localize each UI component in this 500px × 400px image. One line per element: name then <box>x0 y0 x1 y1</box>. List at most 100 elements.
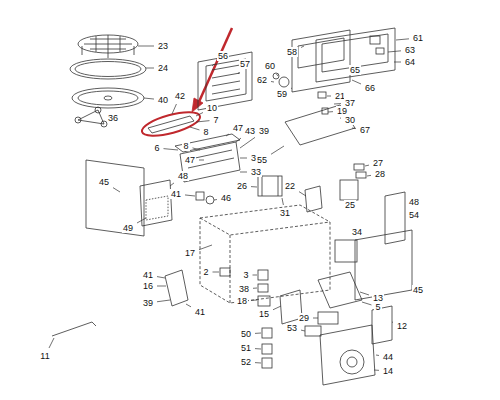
callout-number: 28 <box>374 169 386 179</box>
leader-line <box>367 175 371 177</box>
callout-number: 48 <box>408 197 420 207</box>
leader-line <box>185 195 195 196</box>
callout-number: 14 <box>382 366 394 376</box>
leader-line <box>276 74 278 76</box>
callout-number: 64 <box>404 57 416 67</box>
callout-number: 2 <box>202 267 209 277</box>
callout-number: 56 <box>217 51 229 61</box>
callout-number: 18 <box>236 296 248 306</box>
callout-number: 52 <box>240 357 252 367</box>
panel-frame <box>316 28 395 82</box>
leader-line <box>291 88 293 90</box>
leader-line <box>253 288 257 289</box>
knob <box>279 77 289 87</box>
leader-line <box>282 198 283 205</box>
waveguide-cover <box>148 116 194 133</box>
latch-bracket <box>165 270 188 306</box>
callout-number: 43 <box>244 126 256 136</box>
callout-number: 48 <box>177 171 189 181</box>
leader-line <box>186 304 191 307</box>
leader-line <box>213 272 219 273</box>
leader-line <box>146 68 154 69</box>
callout-number: 3 <box>242 270 249 280</box>
callout-number: 15 <box>258 309 270 319</box>
leader-line <box>214 199 217 200</box>
oven-cavity <box>200 205 330 303</box>
leader-line <box>196 121 209 122</box>
callout-number: 10 <box>206 103 218 113</box>
callout-number: 12 <box>396 321 408 331</box>
leader-line <box>199 160 204 161</box>
leader-line <box>299 192 306 196</box>
rack <box>78 35 138 58</box>
callout-number: 53 <box>286 323 298 333</box>
fan-shroud <box>318 272 362 308</box>
pointer-arrow <box>198 28 232 104</box>
callout-number: 39 <box>142 298 154 308</box>
callout-number: 5 <box>374 302 381 312</box>
callout-number: 44 <box>382 352 394 362</box>
callout-number: 51 <box>240 343 252 353</box>
leader-line <box>170 183 174 186</box>
callout-number: 67 <box>359 125 371 135</box>
callout-number: 65 <box>349 65 361 75</box>
callout-number: 38 <box>238 284 250 294</box>
leader-line <box>251 300 257 301</box>
leader-line <box>144 98 154 99</box>
leader-line <box>327 96 331 97</box>
callout-number: 49 <box>122 223 134 233</box>
vent-grille <box>198 52 252 110</box>
leader-line <box>376 355 379 356</box>
callout-number: 57 <box>239 59 251 69</box>
callout-number: 31 <box>279 208 291 218</box>
leader-line <box>255 348 261 349</box>
callout-number: 11 <box>39 351 50 361</box>
callout-number: 54 <box>408 210 420 220</box>
callout-number: 6 <box>153 143 160 153</box>
leader-line <box>328 111 333 112</box>
glass-tray <box>70 59 146 79</box>
callout-number: 40 <box>157 95 169 105</box>
callout-number: 24 <box>157 63 169 73</box>
callout-number: 66 <box>364 83 376 93</box>
leader-line <box>113 188 120 192</box>
leader-line <box>360 292 369 295</box>
callout-number: 7 <box>212 115 219 125</box>
callout-number: 63 <box>404 45 416 55</box>
callout-number: 41 <box>142 270 154 280</box>
leader-line <box>392 322 394 323</box>
leader-line <box>236 138 241 142</box>
leader-line <box>352 128 356 130</box>
leader-line <box>196 113 203 116</box>
callout-number: 58 <box>286 47 298 57</box>
leader-line <box>374 370 379 371</box>
leader-line <box>212 64 214 66</box>
callout-number: 8 <box>182 141 189 151</box>
callout-number: 61 <box>412 33 424 43</box>
circuit-board <box>385 192 405 244</box>
callout-number: 34 <box>351 227 363 237</box>
leader-line <box>255 333 261 334</box>
turntable <box>72 88 144 108</box>
callout-number: 25 <box>344 200 356 210</box>
bracket <box>285 105 355 145</box>
callout-number: 62 <box>256 75 268 85</box>
leader-line <box>157 300 170 302</box>
leader-line <box>362 302 371 305</box>
leader-line <box>172 104 176 114</box>
leader-line <box>157 286 166 287</box>
leader-line <box>352 80 361 84</box>
leader-line <box>240 172 247 173</box>
leader-line <box>396 39 409 40</box>
leader-line <box>226 134 229 136</box>
callout-number: 36 <box>107 113 119 123</box>
leader-line <box>340 118 342 119</box>
switch <box>220 268 230 276</box>
highlight-ellipse <box>140 108 203 141</box>
callout-number: 42 <box>174 91 186 101</box>
callout-number: 30 <box>344 115 356 125</box>
leader-line <box>255 362 261 363</box>
callout-number: 45 <box>98 177 110 187</box>
callout-number: 33 <box>250 167 262 177</box>
